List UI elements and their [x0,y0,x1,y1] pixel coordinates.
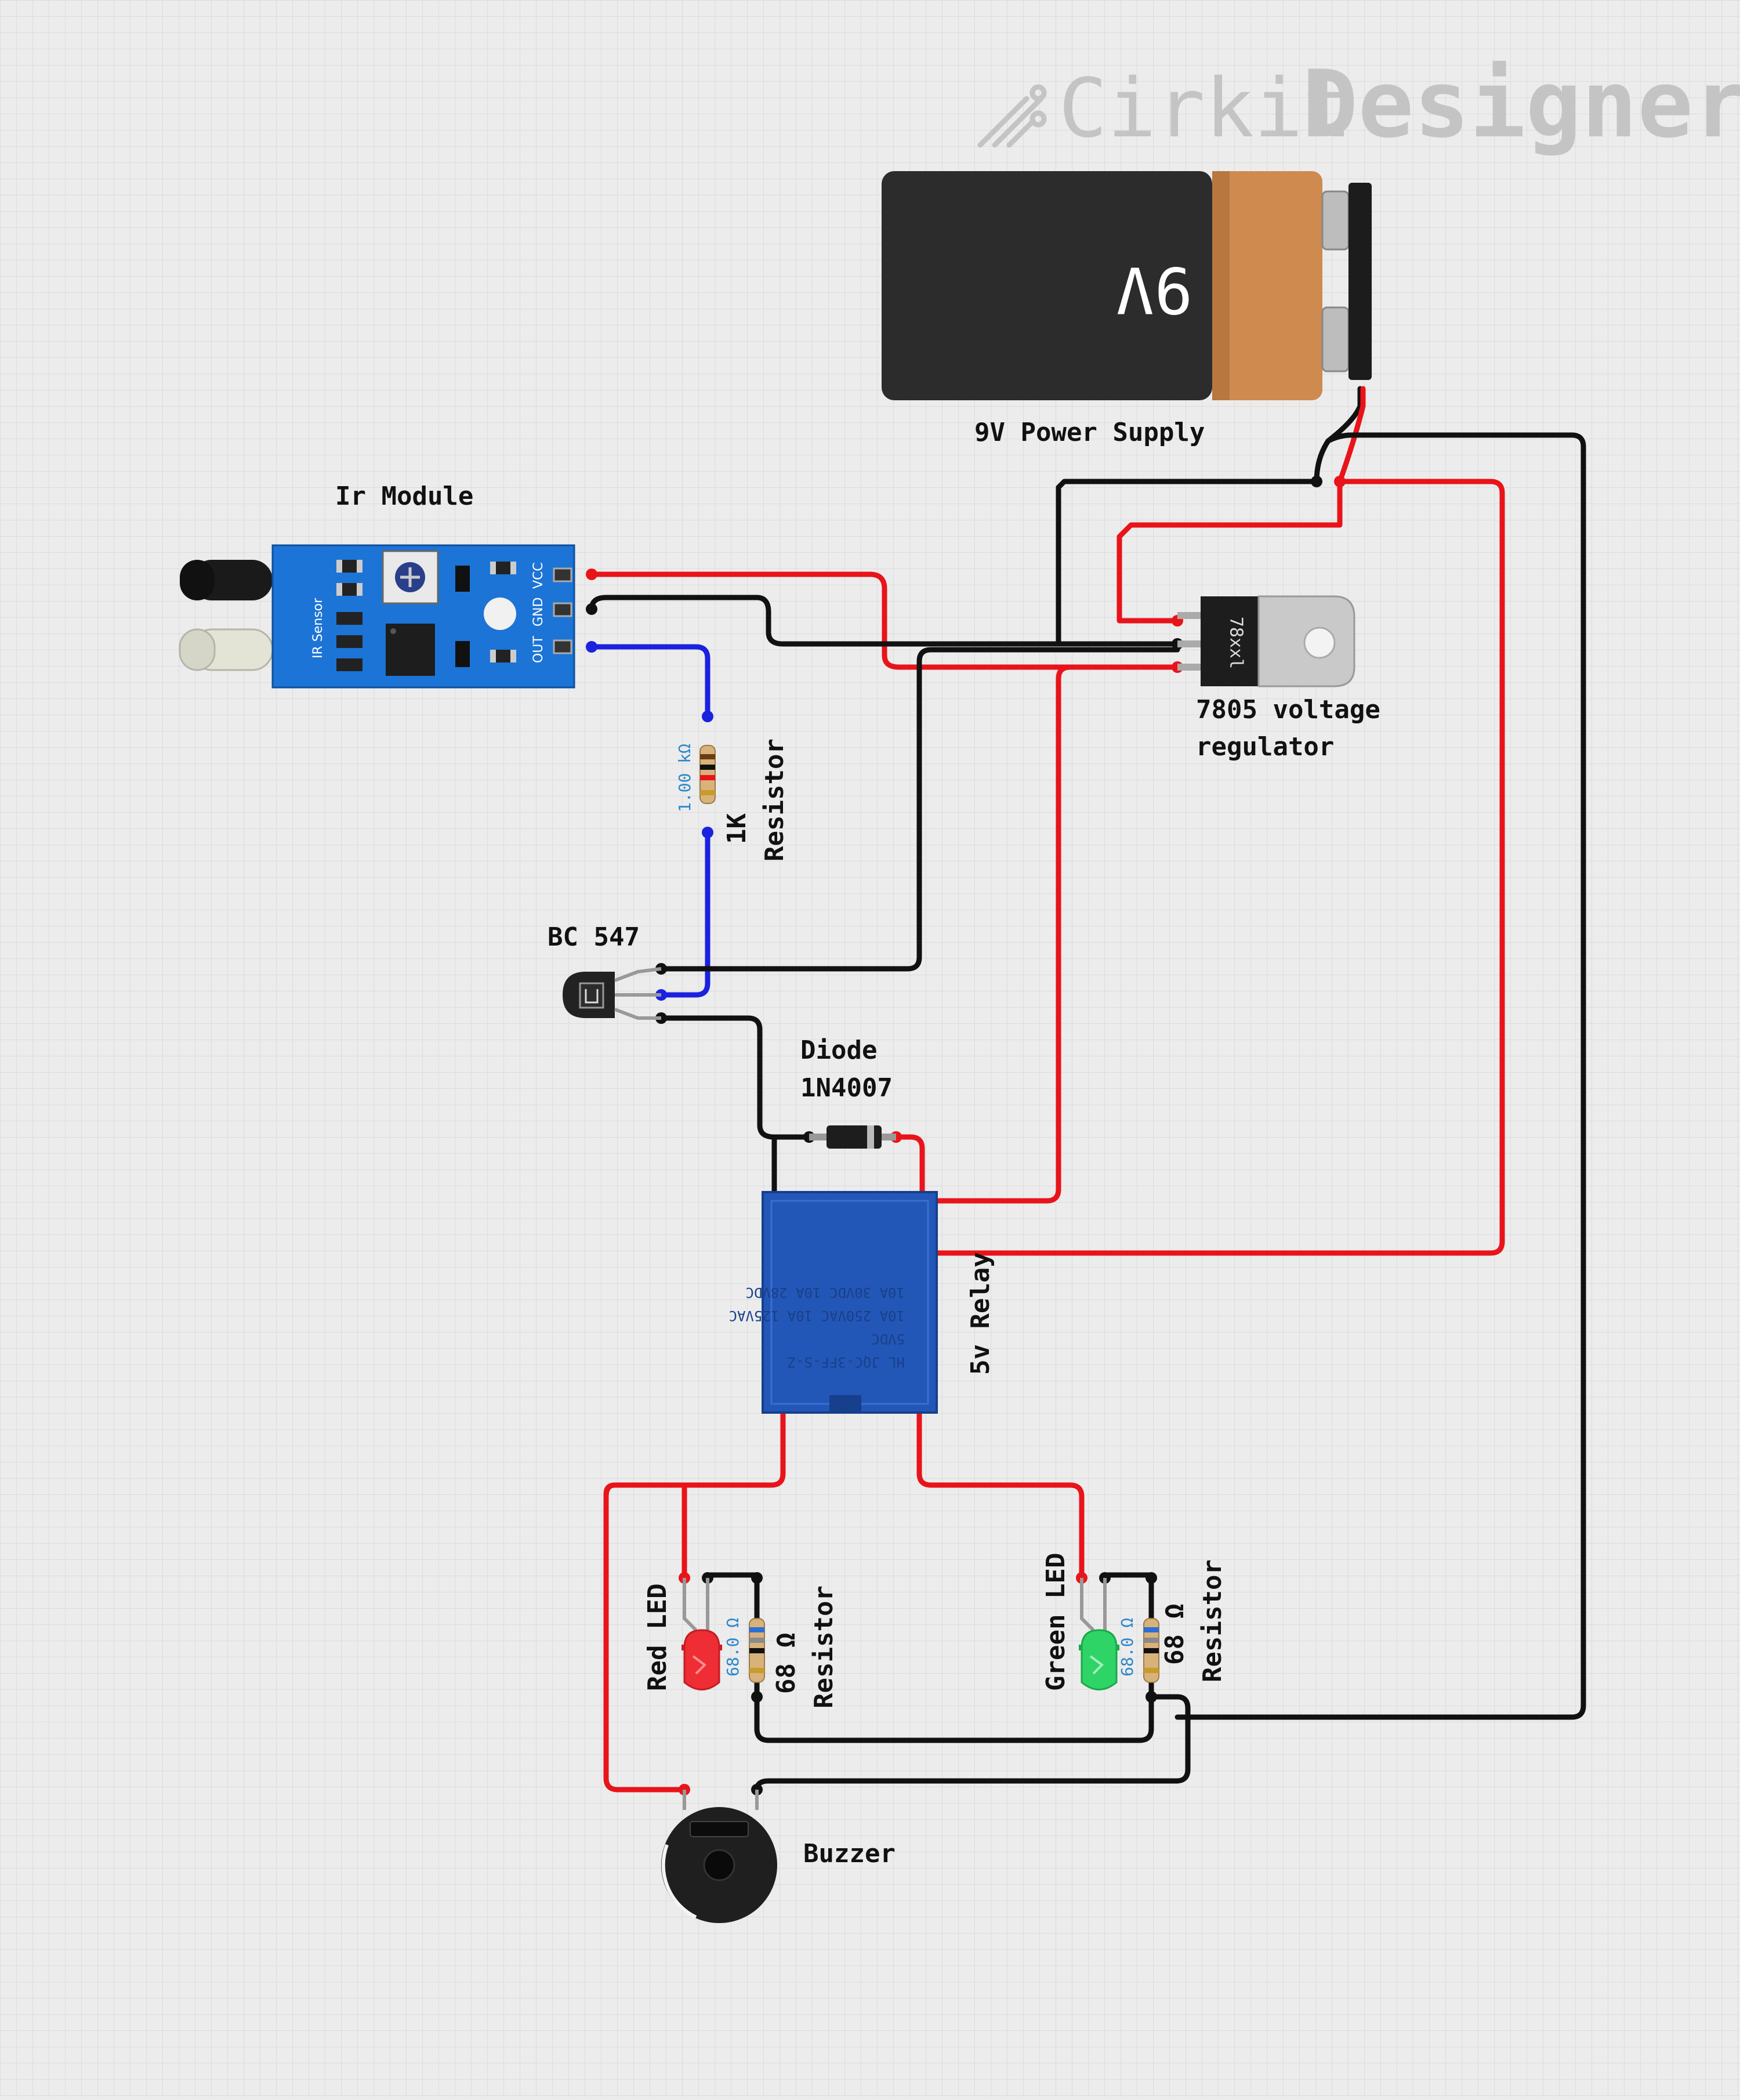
wire-ir-vcc[interactable] [589,571,1180,670]
svg-text:10A 30VDC 10A 28VDC: 10A 30VDC 10A 28VDC [745,1284,905,1301]
battery-9v[interactable]: 9V [882,171,1372,400]
wire-battery-positive[interactable] [1116,386,1366,624]
svg-text:10A 250VAC 10A 125VAC: 10A 250VAC 10A 125VAC [729,1308,905,1324]
wire-relay-no-to-green[interactable] [916,1392,1085,1581]
brand-part2: Designer [1302,50,1740,158]
resistor-1k-label-line1: 1K [722,813,752,844]
green-led-label: Green LED [1041,1553,1071,1691]
buzzer-label: Buzzer [803,1839,896,1869]
diode-label-line2: 1N4007 [800,1073,893,1103]
transistor-bc547[interactable] [563,967,662,1020]
red-led[interactable] [682,1578,722,1690]
resistor-1k[interactable] [699,745,716,804]
diode-1n4007[interactable] [809,1125,896,1149]
red-resistor-label-line2: Resistor [809,1585,839,1708]
green-resistor-label-line2: Resistor [1198,1559,1227,1682]
red-resistor-value: 68.0 Ω [723,1618,742,1677]
wire-ground-rail-right[interactable] [1174,432,1586,1720]
ir-module-label: Ir Module [335,481,473,511]
cirkit-logo: Cirkit Designer [977,50,1740,158]
wire-ir-out[interactable] [589,644,710,719]
wire-ground-rail-top[interactable] [1056,479,1320,647]
ir-pin-gnd: GND [531,598,546,627]
ir-pin-out: OUT [531,636,546,663]
green-led[interactable] [1079,1578,1119,1690]
battery-face-text: 9V [1116,253,1192,327]
wire-transistor-collector[interactable] [658,1015,812,1140]
diode-label-line1: Diode [800,1035,877,1065]
transistor-label: BC 547 [548,922,640,952]
wire-buzzer-ground[interactable] [754,1694,1191,1793]
red-led-resistor[interactable] [749,1618,765,1683]
wire-relay-nc-to-red[interactable] [603,1392,786,1793]
wire-regulator-to-relay[interactable] [919,664,1180,1204]
regulator-chip-text: 78xxl [1226,617,1246,669]
red-led-label: Red LED [643,1584,672,1691]
green-resistor-label-line1: 68 Ω [1160,1603,1190,1665]
wire-resistor-to-base[interactable] [658,830,710,998]
wire-transistor-emitter[interactable] [658,647,1180,972]
wire-ir-gnd[interactable] [589,595,1061,647]
wires [589,386,1586,1793]
ir-module[interactable]: IR Sensor VCC GND OUT [179,544,575,689]
green-led-resistor[interactable] [1143,1618,1159,1683]
resistor-1k-value: 1.00 kΩ [675,744,694,812]
regulator-label-line1: 7805 voltage [1196,695,1380,725]
regulator-label-line2: regulator [1196,732,1334,762]
ir-board-text: IR Sensor [311,598,325,658]
red-resistor-label-line1: 68 Ω [771,1632,801,1694]
relay-label: 5v Relay [966,1252,995,1375]
green-resistor-value: 68.0 Ω [1118,1618,1137,1677]
voltage-regulator-7805[interactable]: 78xxl [1177,595,1355,687]
brand-part1: Cirkit [1058,61,1352,156]
svg-text:5VDC: 5VDC [871,1331,905,1347]
cirkit-logo-icon [977,84,1047,148]
battery-label: 9V Power Supply [974,418,1205,447]
svg-text:HL JQC-3FF-S-Z: HL JQC-3FF-S-Z [788,1354,905,1370]
relay-5v[interactable]: HL JQC-3FF-S-Z 5VDC 10A 250VAC 10A 125VA… [729,1191,938,1414]
wire-resistors-ground[interactable] [754,1679,1154,1743]
ir-pin-vcc: VCC [531,562,546,589]
resistor-1k-label-line2: Resistor [760,738,789,861]
buzzer[interactable] [661,1790,777,1923]
wire-diode-cathode[interactable] [893,1134,925,1204]
